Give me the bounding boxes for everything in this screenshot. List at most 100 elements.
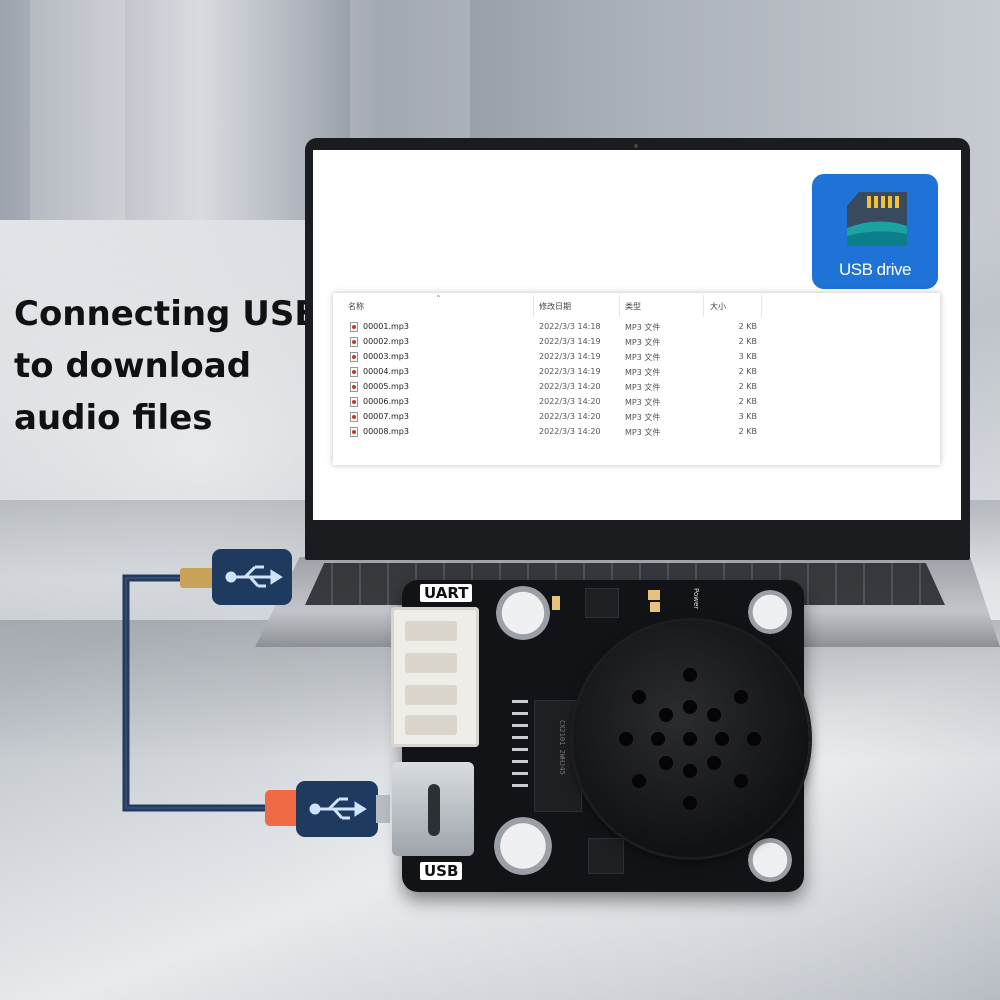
column-divider bbox=[761, 295, 762, 317]
power-silkscreen: Power bbox=[692, 588, 700, 610]
speaker-grille-hole bbox=[651, 732, 665, 746]
speaker-grille-hole bbox=[683, 732, 697, 746]
file-type: MP3 文件 bbox=[625, 383, 661, 392]
mount-hole bbox=[748, 590, 792, 634]
file-size: 2 KB bbox=[738, 397, 757, 406]
file-name: 00007.mp3 bbox=[363, 412, 409, 421]
file-size: 3 KB bbox=[738, 352, 757, 361]
usb-label: USB bbox=[420, 862, 463, 880]
file-row[interactable]: 00005.mp3 2022/3/3 14:20 MP3 文件 2 KB bbox=[333, 380, 940, 395]
column-header-size[interactable]: 大小 bbox=[710, 302, 726, 311]
connector-slot bbox=[405, 621, 457, 641]
chip-pin bbox=[512, 772, 528, 775]
speaker-grille-hole bbox=[632, 774, 646, 788]
mp3-file-icon bbox=[350, 427, 358, 437]
file-row[interactable]: 00002.mp3 2022/3/3 14:19 MP3 文件 2 KB bbox=[333, 335, 940, 350]
file-row[interactable]: 00008.mp3 2022/3/3 14:20 MP3 文件 2 KB bbox=[333, 425, 940, 440]
cable-ferrule bbox=[180, 568, 214, 588]
speaker-grille-hole bbox=[715, 732, 729, 746]
file-row[interactable]: 00006.mp3 2022/3/3 14:20 MP3 文件 2 KB bbox=[333, 395, 940, 410]
file-row[interactable]: 00004.mp3 2022/3/3 14:19 MP3 文件 2 KB bbox=[333, 365, 940, 380]
mp3-file-icon bbox=[350, 337, 358, 347]
cable-wire bbox=[122, 574, 285, 812]
chip-pin bbox=[512, 712, 528, 715]
column-header-type[interactable]: 类型 bbox=[625, 302, 641, 311]
uart-label: UART bbox=[420, 584, 473, 602]
file-date: 2022/3/3 14:19 bbox=[539, 352, 601, 361]
file-row[interactable]: 00001.mp3 2022/3/3 14:18 MP3 文件 2 KB bbox=[333, 320, 940, 335]
chip-pin bbox=[512, 700, 528, 703]
smd-component bbox=[650, 602, 660, 612]
file-type: MP3 文件 bbox=[625, 368, 661, 377]
mp3-file-icon bbox=[350, 397, 358, 407]
file-date: 2022/3/3 14:20 bbox=[539, 427, 601, 436]
file-type: MP3 文件 bbox=[625, 428, 661, 437]
headline-line: Connecting USB bbox=[14, 294, 321, 334]
connector-slot bbox=[405, 685, 457, 705]
uart-connector[interactable] bbox=[391, 607, 479, 747]
speaker-grille-hole bbox=[707, 756, 721, 770]
speaker-grille-hole bbox=[747, 732, 761, 746]
speaker-grille-hole bbox=[619, 732, 633, 746]
sort-ascending-icon: ⌃ bbox=[435, 294, 442, 303]
file-type: MP3 文件 bbox=[625, 413, 661, 422]
file-name: 00008.mp3 bbox=[363, 427, 409, 436]
mount-hole bbox=[494, 817, 552, 875]
mp3-file-icon bbox=[350, 412, 358, 422]
file-date: 2022/3/3 14:20 bbox=[539, 382, 601, 391]
file-row[interactable]: 00003.mp3 2022/3/3 14:19 MP3 文件 3 KB bbox=[333, 350, 940, 365]
usb-plug-metal bbox=[376, 795, 390, 823]
file-date: 2022/3/3 14:18 bbox=[539, 322, 601, 331]
chip-pin bbox=[512, 736, 528, 739]
speaker-grille-hole bbox=[707, 708, 721, 722]
mount-hole bbox=[748, 838, 792, 882]
file-explorer: 名称 ⌃ 修改日期 类型 大小 00001.mp3 2022/3/3 14:18… bbox=[333, 293, 940, 465]
mount-hole bbox=[496, 586, 550, 640]
webcam-icon bbox=[634, 144, 638, 148]
headline-line: to download bbox=[14, 346, 252, 386]
file-row[interactable]: 00007.mp3 2022/3/3 14:20 MP3 文件 3 KB bbox=[333, 410, 940, 425]
speaker-grille-hole bbox=[659, 708, 673, 722]
file-date: 2022/3/3 14:20 bbox=[539, 412, 601, 421]
speaker-grille-hole bbox=[683, 668, 697, 682]
mp3-file-icon bbox=[350, 382, 358, 392]
chip-marking: CX2101 2WHJ45 bbox=[558, 720, 566, 775]
column-divider bbox=[619, 295, 620, 317]
speaker-grille-hole bbox=[734, 774, 748, 788]
speaker-grille-hole bbox=[734, 690, 748, 704]
file-type: MP3 文件 bbox=[625, 398, 661, 407]
usb-c-port[interactable] bbox=[392, 762, 474, 856]
column-header-date[interactable]: 修改日期 bbox=[539, 302, 571, 311]
column-header-name[interactable]: 名称 bbox=[348, 302, 364, 311]
file-type: MP3 文件 bbox=[625, 323, 661, 332]
connector-slot bbox=[405, 653, 457, 673]
file-size: 2 KB bbox=[738, 337, 757, 346]
cable-highlight bbox=[125, 577, 270, 809]
chip-pin bbox=[512, 760, 528, 763]
usb-drive-label: USB drive bbox=[838, 260, 912, 279]
usb-drive-tile[interactable]: USB drive bbox=[812, 174, 938, 289]
mp3-file-icon bbox=[350, 352, 358, 362]
speaker-grille-hole bbox=[683, 764, 697, 778]
file-size: 2 KB bbox=[738, 367, 757, 376]
chip-pin bbox=[512, 748, 528, 751]
file-date: 2022/3/3 14:19 bbox=[539, 337, 601, 346]
usb-symbol-icon bbox=[309, 797, 367, 820]
speaker-grille-hole bbox=[683, 796, 697, 810]
speaker-grille-hole bbox=[659, 756, 673, 770]
file-name: 00004.mp3 bbox=[363, 367, 409, 376]
speaker-grille-hole bbox=[683, 700, 697, 714]
file-size: 3 KB bbox=[738, 412, 757, 421]
file-name: 00005.mp3 bbox=[363, 382, 409, 391]
usb-symbol-icon bbox=[225, 565, 283, 588]
connector-slot bbox=[405, 715, 457, 735]
headline-line: audio files bbox=[14, 398, 213, 438]
file-size: 2 KB bbox=[738, 322, 757, 331]
file-type: MP3 文件 bbox=[625, 353, 661, 362]
file-name: 00001.mp3 bbox=[363, 322, 409, 331]
file-name: 00002.mp3 bbox=[363, 337, 409, 346]
file-date: 2022/3/3 14:20 bbox=[539, 397, 601, 406]
file-size: 2 KB bbox=[738, 427, 757, 436]
smd-component bbox=[648, 590, 660, 600]
